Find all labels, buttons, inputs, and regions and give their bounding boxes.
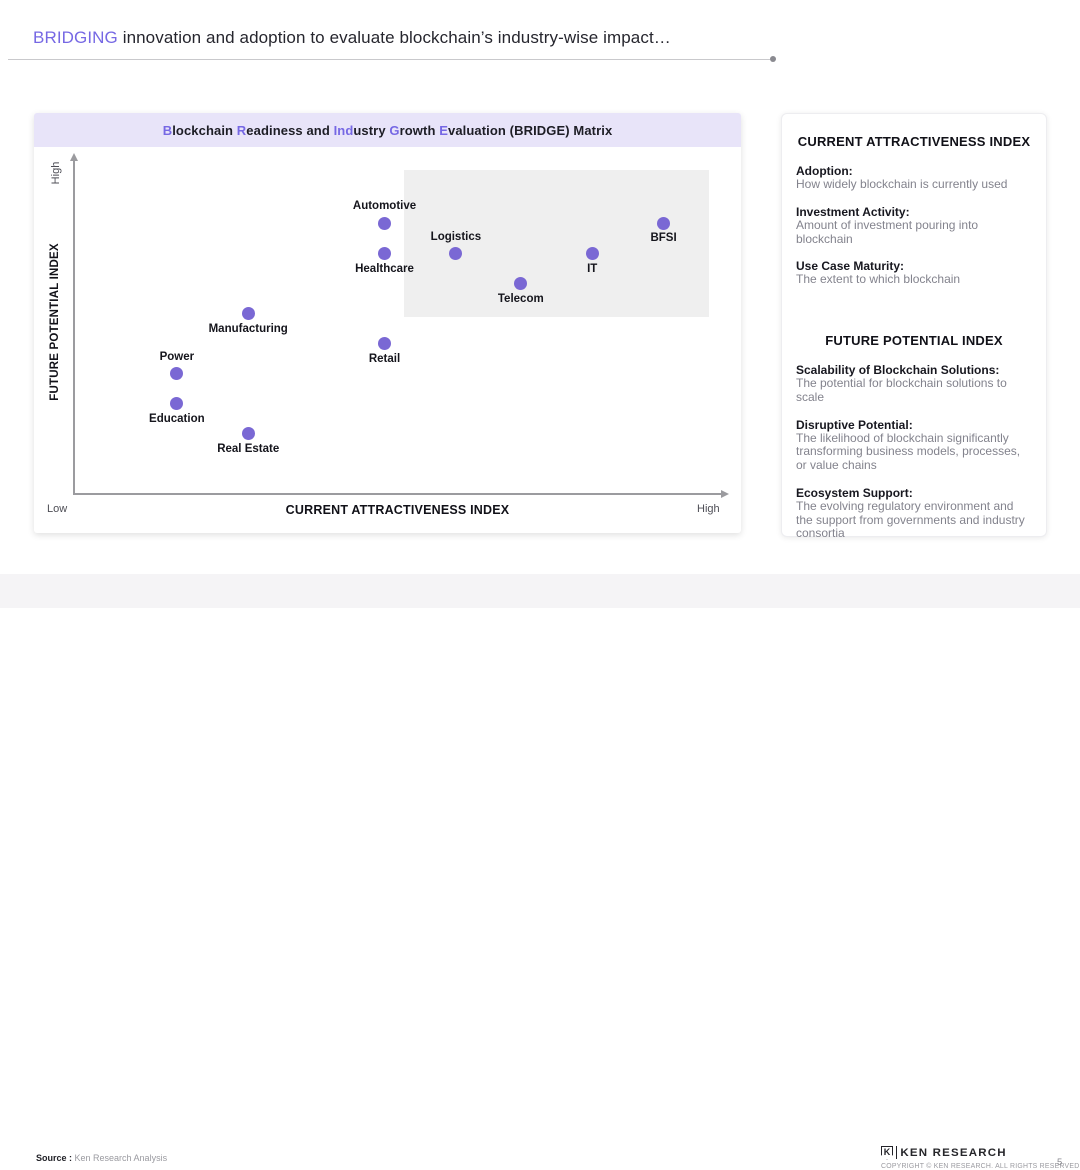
logo-text: KEN RESEARCH <box>900 1146 1007 1159</box>
point-label: Telecom <box>497 292 544 305</box>
panel-section-future-potential: FUTURE POTENTIAL INDEX Scalability of Bl… <box>796 333 1032 541</box>
index-term: Use Case Maturity: <box>796 259 905 274</box>
point-label: Manufacturing <box>208 322 288 335</box>
page-title-rest: innovation and adoption to evaluate bloc… <box>117 28 671 47</box>
banner-letter: ustry <box>353 122 390 138</box>
logo-divider <box>896 1146 898 1159</box>
scatter-point-it <box>585 247 599 261</box>
banner-letter: eadiness and <box>246 122 334 138</box>
index-item: Scalability of Blockchain Solutions: The… <box>796 363 1032 405</box>
highlight-quadrant <box>403 170 709 317</box>
point-label: Automotive <box>352 200 417 213</box>
scatter-point-healthcare <box>378 247 392 261</box>
index-desc: The evolving regulatory environment and … <box>796 498 1025 541</box>
banner-letter: lockchain <box>172 122 237 138</box>
point-label: Retail <box>368 352 401 365</box>
page-title: BRIDGING innovation and adoption to eval… <box>33 28 671 48</box>
point-label: Real Estate <box>217 442 280 455</box>
index-term: Ecosystem Support: <box>796 485 913 500</box>
index-term: Disruptive Potential: <box>796 417 913 432</box>
index-item: Use Case Maturity: The extent to which b… <box>796 259 1032 287</box>
scatter-point-education <box>170 397 184 411</box>
shield-k-icon: K <box>881 1145 893 1160</box>
copyright-text: COPYRIGHT © KEN RESEARCH. ALL RIGHTS RES… <box>881 1163 1080 1170</box>
scatter-point-bfsi <box>657 216 671 230</box>
panel-heading: FUTURE POTENTIAL INDEX <box>825 333 1003 349</box>
ken-research-logo: K KEN RESEARCH <box>881 1145 1007 1160</box>
underline-dot-icon <box>770 56 776 62</box>
index-item: Adoption: How widely blockchain is curre… <box>796 164 1032 192</box>
x-axis-high-label: High <box>697 503 720 515</box>
scatter-point-power <box>170 367 184 381</box>
source-value: Ken Research Analysis <box>72 1153 168 1163</box>
index-desc: Amount of investment pouring into blockc… <box>796 217 979 246</box>
source-text: Source : Ken Research Analysis <box>36 1153 167 1163</box>
index-definitions-panel: CURRENT ATTRACTIVENESS INDEX Adoption: H… <box>781 113 1047 540</box>
banner-accent-letter: Ind <box>333 122 354 138</box>
banner-accent-letter: E <box>439 122 448 138</box>
point-label: Logistics <box>430 230 482 243</box>
scatter-point-automotive <box>378 216 392 230</box>
x-axis-arrow-icon <box>721 490 729 498</box>
source-label: Source : <box>36 1153 73 1163</box>
index-term: Scalability of Blockchain Solutions: <box>796 363 1000 378</box>
x-axis-line <box>73 493 722 495</box>
index-item: Ecosystem Support: The evolving regulato… <box>796 486 1032 541</box>
page-number: 5 <box>1057 1157 1063 1168</box>
x-axis-title: CURRENT ATTRACTIVENESS INDEX <box>285 503 510 517</box>
index-desc: The potential for blockchain solutions t… <box>796 376 1007 404</box>
banner-accent-letter: G <box>389 122 400 138</box>
banner-letter: valuation (BRIDGE) Matrix <box>447 122 613 138</box>
point-label: Power <box>159 350 195 363</box>
bridge-matrix-card: Blockchain Readiness and Industry Growth… <box>34 113 741 533</box>
scatter-point-manufacturing <box>241 307 255 321</box>
panel-heading: CURRENT ATTRACTIVENESS INDEX <box>797 134 1031 149</box>
y-axis-high-label: High <box>50 161 62 185</box>
point-label: BFSI <box>650 232 677 245</box>
banner-letter: rowth <box>399 122 440 138</box>
point-label: Healthcare <box>355 262 414 275</box>
panel-section-current-attractiveness: CURRENT ATTRACTIVENESS INDEX Adoption: H… <box>796 134 1032 287</box>
scatter-point-logistics <box>449 247 463 261</box>
footer: Source : Ken Research Analysis K KEN RES… <box>0 574 1080 1170</box>
page-title-highlight: BRIDGING <box>33 28 118 47</box>
scatter-point-telecom <box>514 277 528 291</box>
point-label: IT <box>587 262 598 275</box>
scatter-point-real-estate <box>241 427 255 441</box>
point-label: Education <box>149 412 205 425</box>
y-axis-title: FUTURE POTENTIAL INDEX <box>49 243 61 401</box>
banner-accent-letter: B <box>162 122 173 138</box>
title-underline <box>8 59 770 60</box>
index-term: Investment Activity: <box>796 204 910 219</box>
index-item: Disruptive Potential: The likelihood of … <box>796 418 1032 473</box>
scatter-point-retail <box>378 337 392 351</box>
y-axis-line <box>73 160 75 494</box>
index-term: Adoption: <box>796 164 853 178</box>
index-desc: The likelihood of blockchain significant… <box>796 430 1021 473</box>
x-axis-low-label: Low <box>47 503 68 515</box>
index-item: Investment Activity: Amount of investmen… <box>796 205 1032 247</box>
index-desc: How widely blockchain is currently used <box>796 177 1008 192</box>
matrix-banner-title: Blockchain Readiness and Industry Growth… <box>163 123 613 138</box>
y-axis-arrow-icon <box>70 153 78 161</box>
matrix-banner: Blockchain Readiness and Industry Growth… <box>34 113 741 147</box>
banner-accent-letter: R <box>236 122 247 138</box>
index-desc: The extent to which blockchain <box>796 272 961 287</box>
